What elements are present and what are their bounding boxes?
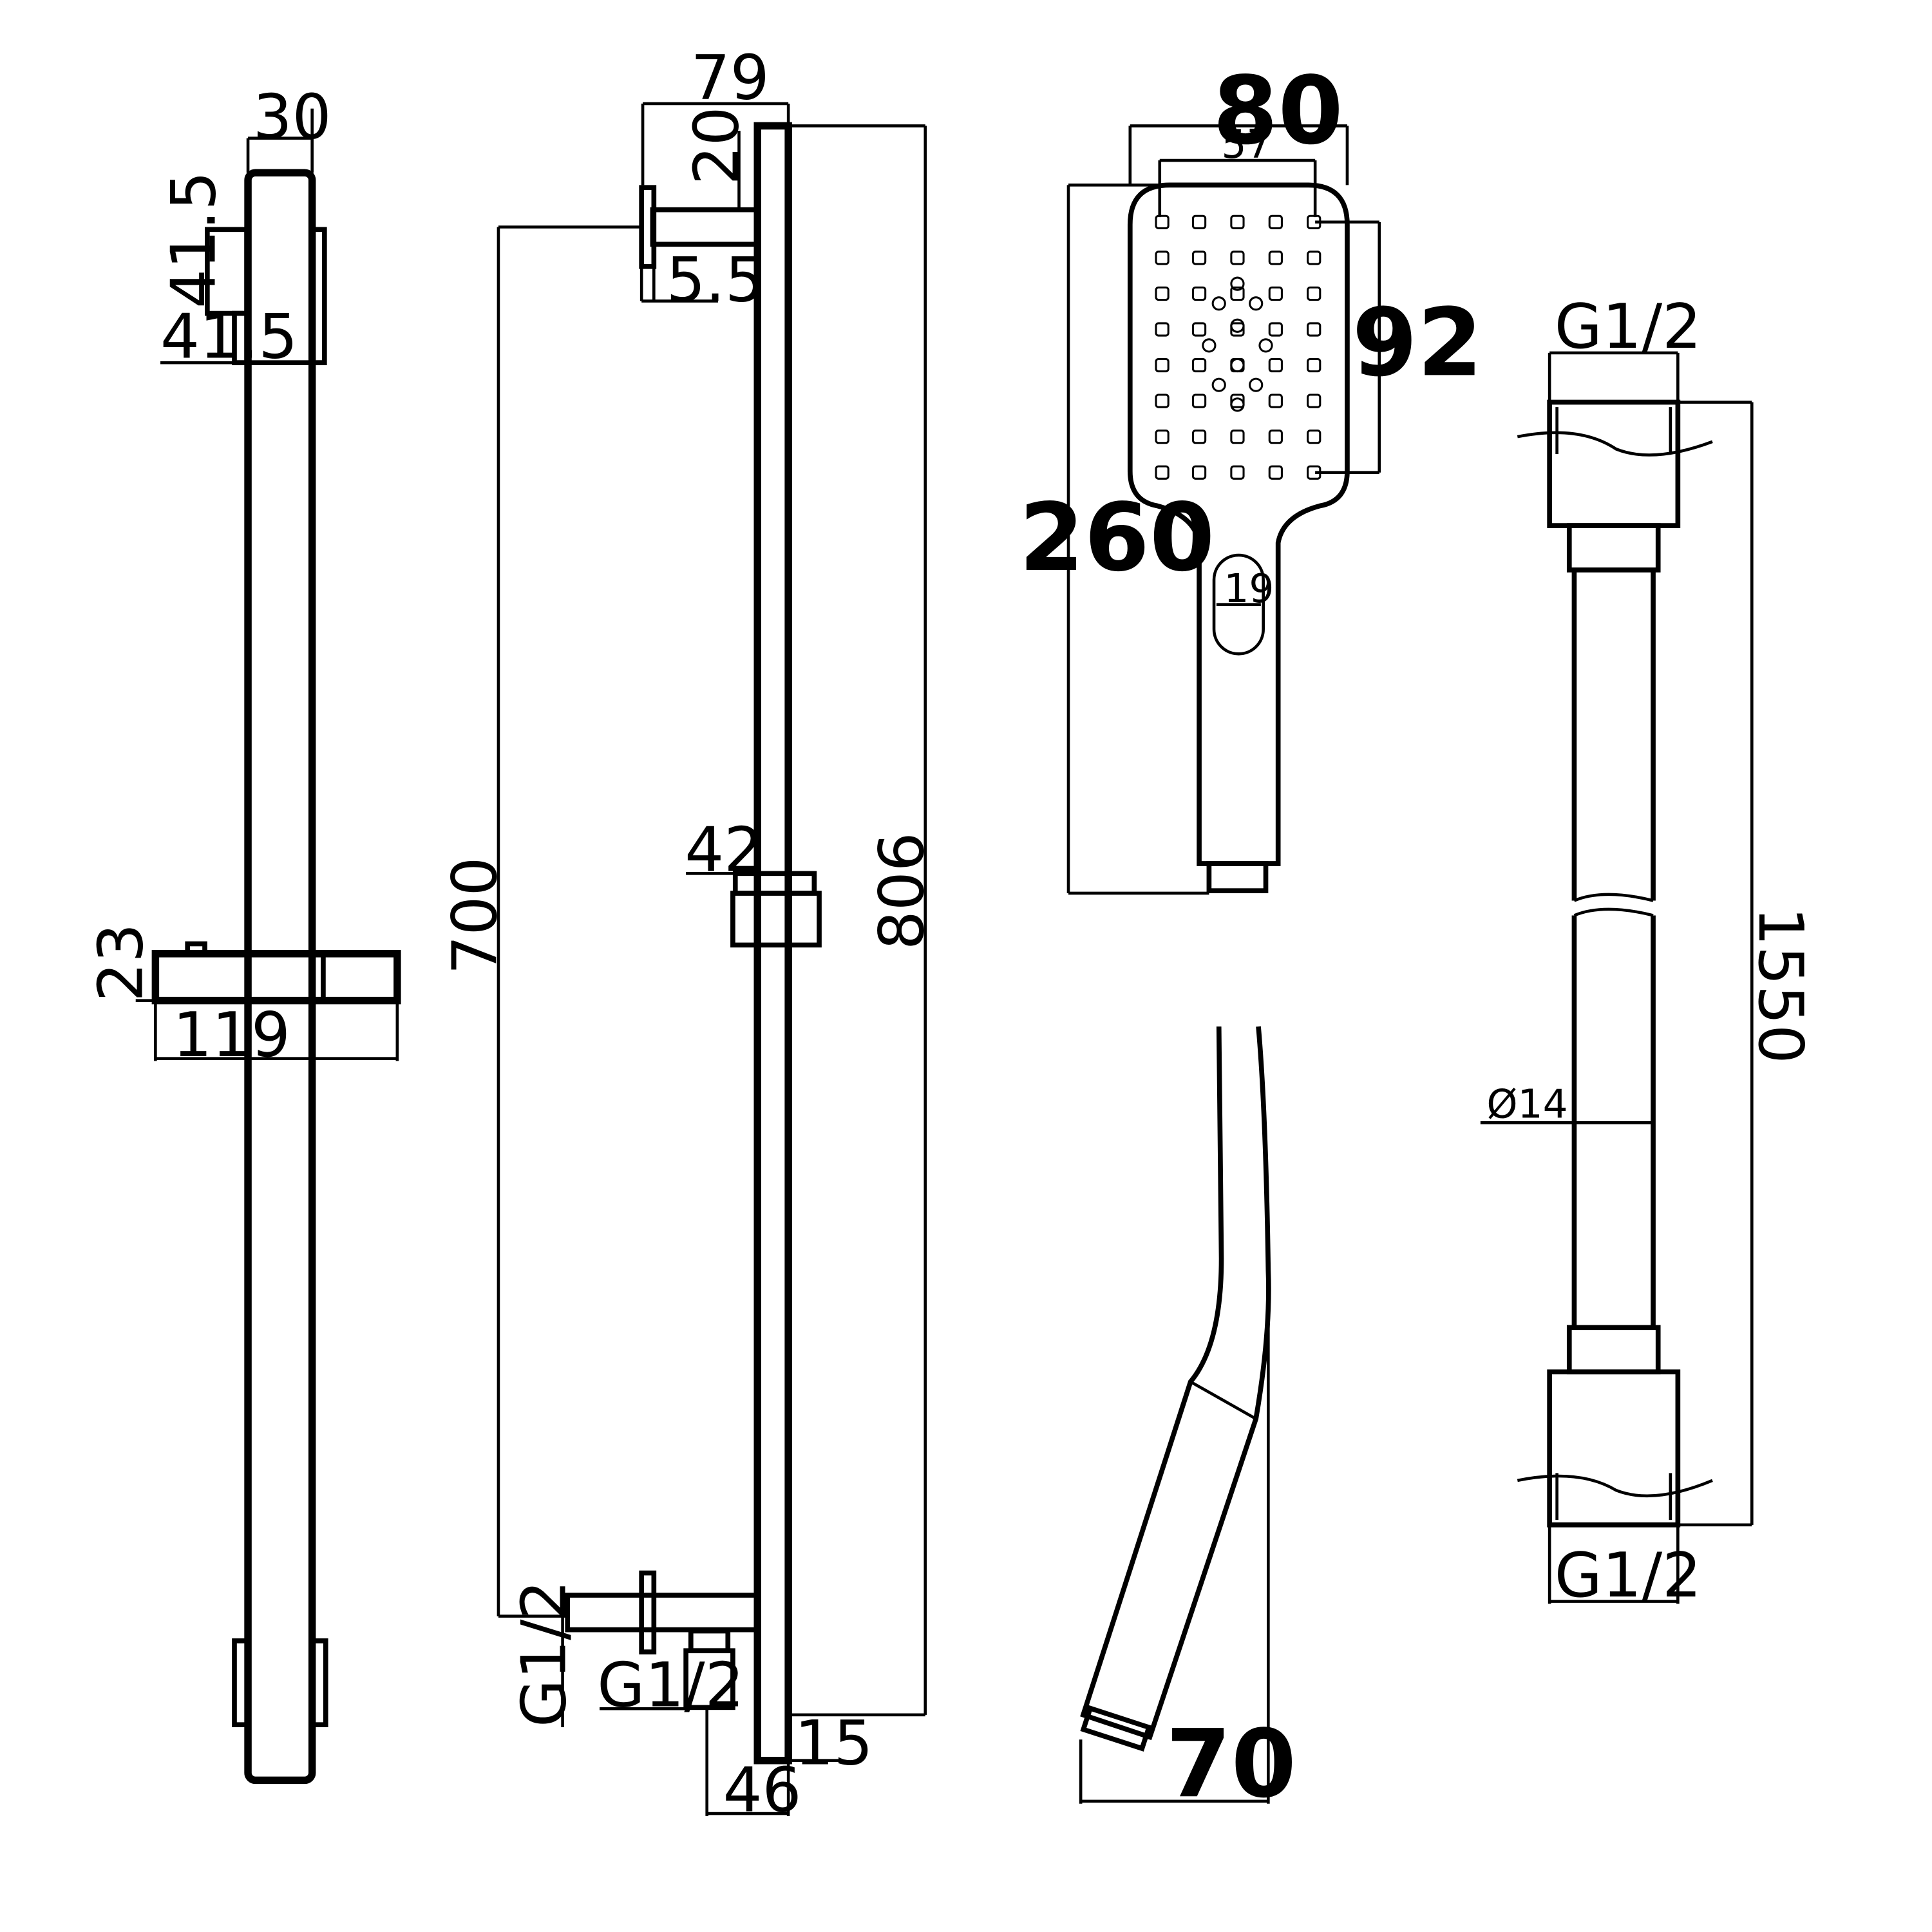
nozzle [1211,296,1226,311]
nozzle [1230,322,1245,337]
nozzle [1202,338,1217,353]
nozzle [1268,357,1283,373]
nozzle [1249,296,1264,311]
bar-side-outlet-label: 46 [723,1754,802,1826]
bar-front-holder [151,950,401,1005]
nozzle [1230,357,1245,373]
nozzle [1155,393,1170,408]
handset-side-view: 70 [1079,1026,1296,1819]
nozzle [1230,393,1245,408]
nozzle [1191,251,1207,265]
nozzle [1230,214,1245,229]
nozzle [1230,430,1245,444]
nozzle [1230,286,1245,301]
hose-top-nut [1547,399,1681,528]
bar-side-arm-gap-label: 20 [681,106,753,185]
nozzle [1155,286,1170,301]
handset-side-outline [1080,1026,1271,1741]
hose-thread-top-label: G1/2 [1555,290,1701,363]
handset-depth-label: 70 [1166,1710,1296,1819]
bar-side-centers-label: 700 [439,857,511,975]
nozzle [1155,251,1170,265]
nozzle [1191,214,1207,229]
handset-length-label: 260 [1019,484,1215,592]
nozzle [1249,377,1264,392]
handset-face-height-label: 92 [1352,289,1483,397]
bar-front-bracket-width-label: 41.5 [160,301,298,373]
nozzle [1230,397,1245,412]
nozzle [1307,465,1321,480]
nozzle-grid [1155,214,1321,480]
bar-side-inlet-a-label: G1/2 [507,1580,580,1727]
nozzle [1307,322,1321,337]
nozzle [1191,357,1207,373]
nozzle [1307,357,1321,373]
nozzle [1211,377,1226,392]
nozzle [1155,322,1170,337]
nozzle [1230,318,1245,333]
nozzle [1307,430,1321,444]
nozzle [1230,276,1245,291]
bar-side-holder [730,891,822,948]
nozzle [1268,214,1283,229]
bar-front-rail [244,169,316,1785]
bar-side-bottom-label: 15 [795,1707,873,1779]
nozzle [1307,251,1321,265]
handset-front-view: 80 57 92 260 19 [1019,57,1483,895]
nozzle [1268,430,1283,444]
nozzle [1230,465,1245,480]
nozzle [1191,322,1207,337]
nozzle [1268,393,1283,408]
hose-view: G1/2 Ø14 1550 G1/2 [1480,290,1817,1611]
hose-thread-bottom-label: G1/2 [1555,1539,1701,1611]
nozzle [1268,251,1283,265]
bar-front-view: 30 41.5 41.5 23 119 [84,81,401,1785]
bar-front-width-label: 30 [253,81,332,153]
nozzle [1191,430,1207,444]
bar-side-offset-label: 79 [691,41,770,113]
nozzle [1230,251,1245,265]
nozzle [1191,393,1207,408]
bar-side-inlet-b-label: G1/2 [597,1649,744,1721]
bar-side-view: 79 20 5.5 700 806 42 G1/2 G1/2 [439,41,938,1826]
bar-side-holder-label: 42 [685,813,763,886]
nozzle [1307,286,1321,301]
bar-side-length-label: 806 [866,832,938,950]
nozzle [1268,286,1283,301]
handset-front-outline [1127,182,1350,866]
nozzle [1155,357,1170,373]
nozzle [1191,286,1207,301]
bar-front-bracket-height-label: 41.5 [157,171,229,308]
bar-side-flange-label: 5.5 [666,243,764,316]
handset-slot-label: 19 [1224,566,1274,612]
nozzle [1307,393,1321,408]
nozzle [1268,322,1283,337]
nozzle [1155,465,1170,480]
nozzle [1258,338,1273,353]
nozzle [1307,214,1321,229]
hose-top-ferrule [1566,523,1661,573]
nozzle [1268,465,1283,480]
hose-length-label: 1550 [1745,907,1817,1064]
hose-diameter-label: Ø14 [1486,1082,1567,1128]
hose-bottom-ferrule [1566,1325,1661,1375]
bar-front-holder-height-label: 23 [84,923,156,1002]
bar-front-holder-width-label: 119 [173,999,290,1071]
handset-face-width-label: 57 [1222,122,1272,167]
handset-width-label: 80 [1213,57,1343,166]
nozzle [1155,430,1170,444]
nozzle [1191,465,1207,480]
bar-front-top-bracket [205,227,249,316]
nozzle [1155,214,1170,229]
hose-bottom-nut [1547,1369,1681,1528]
